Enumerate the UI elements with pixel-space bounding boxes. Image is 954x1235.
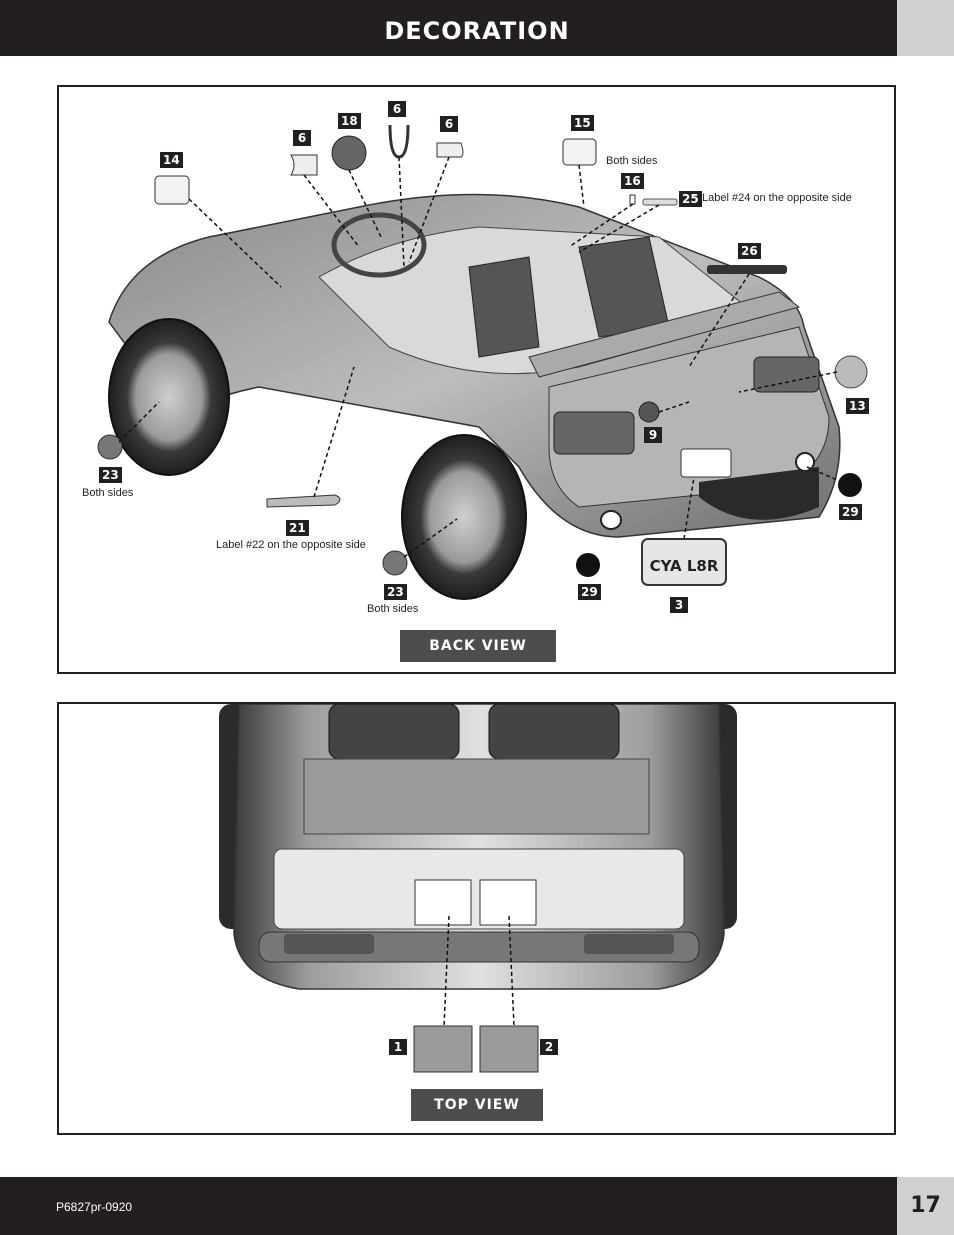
note-label-21: Label #22 on the opposite side	[216, 539, 366, 551]
decal-21-icon	[266, 494, 341, 508]
header-bar	[0, 0, 897, 56]
plate-recess	[680, 448, 732, 478]
decal-13-icon	[834, 355, 868, 389]
footer-tab	[897, 1177, 954, 1235]
back-view-label: BACK VIEW	[400, 630, 556, 662]
decal-14-icon	[154, 175, 190, 205]
callout-23-front: 23	[99, 467, 122, 483]
header-tab	[897, 0, 954, 56]
top-decal-1-area	[414, 879, 472, 926]
note-both-sides-15: Both sides	[606, 155, 658, 167]
callout-1: 1	[389, 1039, 407, 1055]
callout-6-center: 6	[388, 101, 406, 117]
decal-1-icon	[413, 1025, 473, 1073]
decal-26-icon	[707, 265, 787, 274]
callout-23-rear: 23	[384, 584, 407, 600]
back-view-panel: CYA L8R 14 6 18 6 6 15 16 25 26 13 9 23	[57, 85, 896, 674]
top-view-panel: 1 2 TOP VIEW	[57, 702, 896, 1135]
top-view-car-illustration	[219, 704, 737, 1073]
note-both-sides-23-front: Both sides	[82, 487, 134, 499]
decal-2-icon	[479, 1025, 539, 1073]
note-both-sides-23-rear: Both sides	[367, 603, 419, 615]
callout-29-right: 29	[839, 504, 862, 520]
top-view-label: TOP VIEW	[411, 1089, 543, 1121]
decal-16-icon	[629, 194, 636, 205]
decal-25-icon	[642, 198, 678, 206]
callout-3: 3	[670, 597, 688, 613]
page-number: 17	[910, 1193, 941, 1218]
decal-18-icon	[331, 135, 367, 171]
callout-6-left: 6	[293, 130, 311, 146]
callout-9: 9	[644, 427, 662, 443]
callout-6-right: 6	[440, 116, 458, 132]
callout-2: 2	[540, 1039, 558, 1055]
callout-25: 25	[679, 191, 702, 207]
back-view-car-illustration: CYA L8R	[97, 124, 868, 600]
callout-21: 21	[286, 520, 309, 536]
decal-6-left-icon	[290, 154, 318, 176]
decal-29-right-icon	[838, 473, 862, 497]
callout-18: 18	[338, 113, 361, 129]
page-title: DECORATION	[384, 17, 570, 45]
decal-23-front-icon	[97, 434, 123, 460]
decal-6-center-icon	[388, 124, 410, 159]
top-decal-2-area	[479, 879, 537, 926]
document-code: P6827pr-0920	[56, 1200, 133, 1214]
decal-23-rear-icon	[382, 550, 408, 576]
decal-6-right-icon	[436, 142, 464, 158]
callout-26: 26	[738, 243, 761, 259]
decal-9-icon	[638, 401, 660, 423]
license-plate-text: CYA L8R	[650, 557, 719, 575]
callout-15: 15	[571, 115, 594, 131]
callout-13: 13	[846, 398, 869, 414]
callout-16: 16	[621, 173, 644, 189]
decal-15-icon	[562, 138, 597, 166]
leader-lines	[118, 156, 850, 558]
callout-14: 14	[160, 152, 183, 168]
decal-29-left-icon	[576, 553, 600, 577]
note-label-25: Label #24 on the opposite side	[702, 192, 852, 204]
top-leader-lines	[443, 915, 515, 1027]
callout-29-left: 29	[578, 584, 601, 600]
footer-bar	[0, 1177, 897, 1235]
